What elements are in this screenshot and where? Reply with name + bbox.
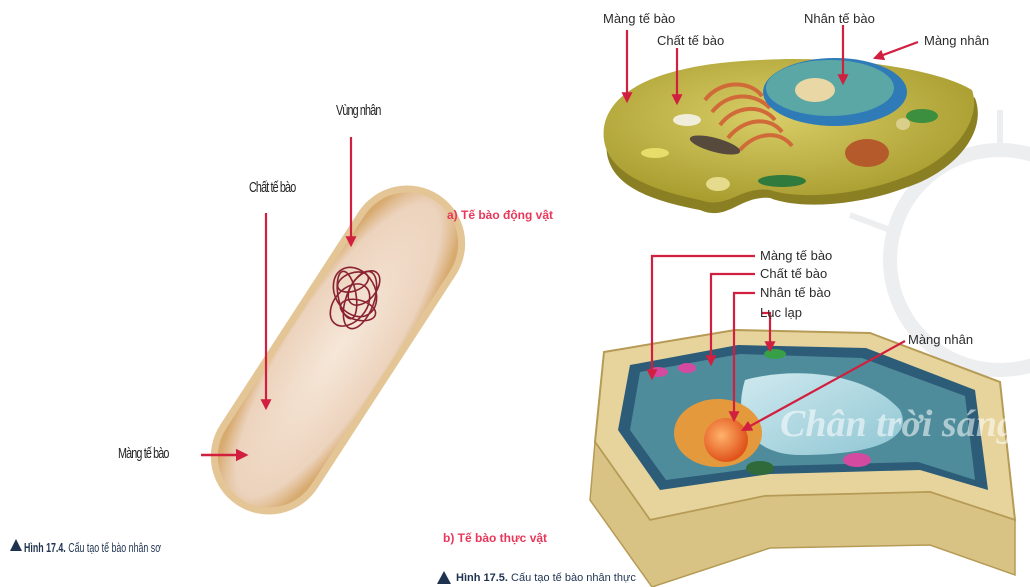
prokaryotic-cell (189, 163, 488, 536)
label-a-mang-nhan: Màng nhân (924, 34, 989, 47)
figure-175-caption: Hình 17.5. Cấu tạo tế bào nhân thực (456, 573, 636, 584)
label-chat-te-bao: Chất tế bào (249, 180, 295, 195)
label-mang-te-bao: Màng tế bào (118, 446, 169, 461)
figure-175-caption-number: Hình 17.5. (456, 572, 508, 584)
label-b-luc-lap: Lục lạp (760, 306, 802, 319)
figure-174-caption-number: Hình 17.4. (24, 540, 66, 555)
figure-175-caption-text: Cấu tạo tế bào nhân thực (511, 572, 636, 584)
figure-174-caption: Hình 17.4. Cấu tạo tế bào nhân sơ (24, 541, 161, 554)
plant-cell (590, 330, 1015, 587)
subtitle-animal-cell: a) Tế bào động vật (447, 209, 553, 221)
label-a-chat-te-bao: Chất tế bào (657, 34, 724, 47)
subtitle-plant-cell: b) Tế bào thực vật (443, 532, 547, 544)
label-a-nhan-te-bao: Nhân tế bào (804, 12, 875, 25)
label-vung-nhan: Vùng nhân (336, 103, 380, 118)
label-a-mang-te-bao: Màng tế bào (603, 12, 675, 25)
label-b-mang-te-bao: Màng tế bào (760, 249, 832, 262)
label-b-mang-nhan: Màng nhân (908, 333, 973, 346)
label-b-nhan-te-bao: Nhân tế bào (760, 286, 831, 299)
label-b-chat-te-bao: Chất tế bào (760, 267, 827, 280)
caption-triangle-icon (437, 571, 451, 584)
caption-triangle-icon (10, 539, 22, 551)
figure-174-caption-text: Cấu tạo tế bào nhân sơ (68, 540, 161, 555)
watermark-text: Chân trời sáng tạo (780, 405, 1030, 443)
